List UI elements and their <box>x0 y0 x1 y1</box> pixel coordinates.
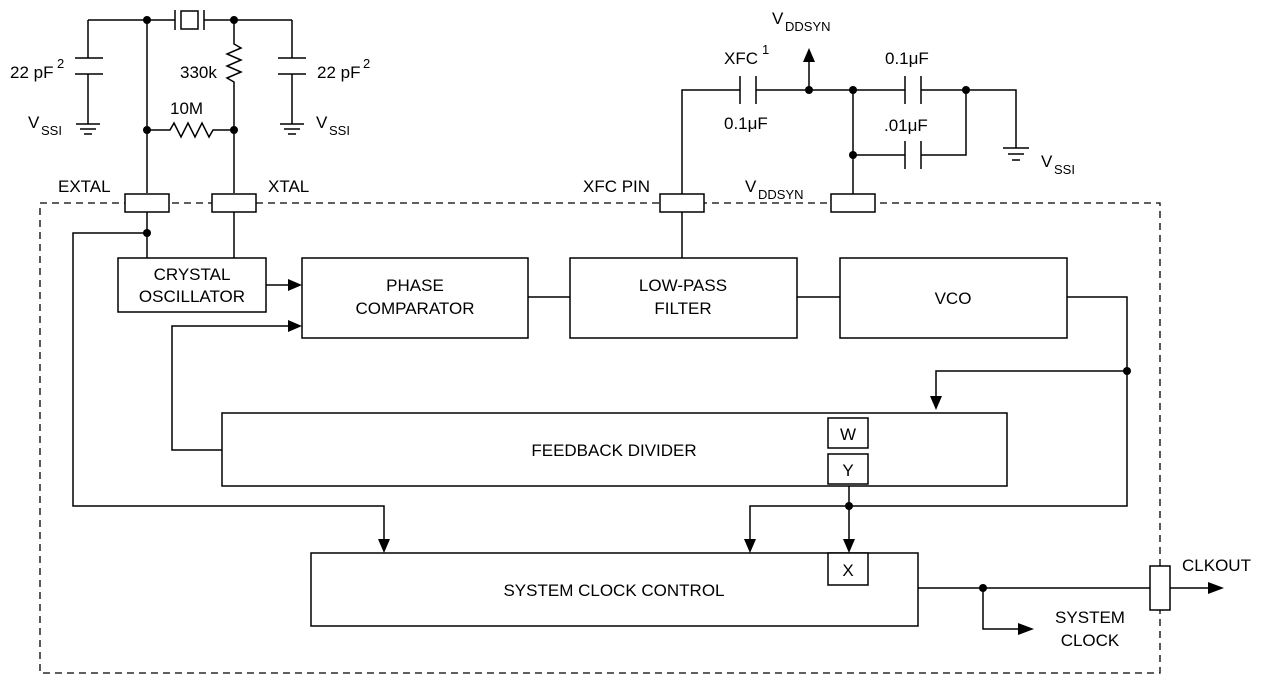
crystal-osc-label-1: CRYSTAL <box>154 265 231 284</box>
xfc-label: XFC <box>724 49 758 68</box>
xtal-label: XTAL <box>268 177 309 196</box>
extal-label: EXTAL <box>58 177 111 196</box>
vddsyn-pin-v: V <box>745 177 757 196</box>
vssi-right-sub: SSI <box>329 123 350 138</box>
vssi-xfc-sub: SSI <box>1054 162 1075 177</box>
w-label: W <box>840 425 856 444</box>
vssi-left-v: V <box>28 113 40 132</box>
vddsyn-top-sub: DDSYN <box>785 19 831 34</box>
vssi-right-v: V <box>316 113 328 132</box>
phase-comp-label-2: COMPARATOR <box>355 299 474 318</box>
xfc-pin-label: XFC PIN <box>583 177 650 196</box>
x-label: X <box>842 561 853 580</box>
lpf-label-1: LOW-PASS <box>639 276 727 295</box>
crystal-oscillator-block <box>117 257 267 313</box>
r-10m-label: 10M <box>170 99 203 118</box>
vddsyn-top-v: V <box>772 9 784 28</box>
system-clock-control-block <box>310 552 919 627</box>
y-label: Y <box>842 461 853 480</box>
internal-wiring <box>72 212 1224 635</box>
vddsyn-pin-sub: DDSYN <box>758 187 804 202</box>
crystal-osc-label-2: OSCILLATOR <box>139 287 245 306</box>
clkout-pin <box>1149 565 1171 611</box>
y-register <box>827 453 869 485</box>
r-330k-label: 330k <box>180 63 217 82</box>
cap-right-label: 22 pF <box>317 63 360 82</box>
chip-boundary <box>39 202 1161 674</box>
extal-pin <box>124 193 170 213</box>
system-clock-label-1: SYSTEM <box>1055 608 1125 627</box>
lpf-label-2: FILTER <box>654 299 711 318</box>
w-register <box>827 417 869 449</box>
clkout-label: CLKOUT <box>1182 556 1251 575</box>
xfc-network <box>681 48 1029 194</box>
phase-comp-label-1: PHASE <box>386 276 444 295</box>
x-register <box>827 552 869 586</box>
low-pass-filter-block <box>569 257 798 339</box>
crystal-network <box>75 10 306 193</box>
feedback-divider-block <box>221 412 1008 487</box>
vssi-xfc-v: V <box>1041 152 1053 171</box>
system-clock-label-2: CLOCK <box>1061 631 1120 650</box>
crystal-icon <box>180 10 199 30</box>
cap-left-label: 22 pF <box>10 63 53 82</box>
xfc-pin <box>659 193 705 213</box>
vssi-left-sub: SSI <box>41 123 62 138</box>
xfc-note: 1 <box>762 42 769 57</box>
c-top-label: 0.1μF <box>885 49 929 68</box>
c-01-label: .01μF <box>884 116 928 135</box>
vddsyn-pin <box>830 193 876 213</box>
phase-comparator-block <box>301 257 529 339</box>
vco-label: VCO <box>935 289 972 308</box>
cap-right-note: 2 <box>363 56 370 71</box>
cap-left-note: 2 <box>57 56 64 71</box>
xtal-pin <box>211 193 257 213</box>
c-xfc-label: 0.1μF <box>724 114 768 133</box>
vco-block <box>839 257 1068 339</box>
system-clock-control-label: SYSTEM CLOCK CONTROL <box>503 581 724 600</box>
feedback-divider-label: FEEDBACK DIVIDER <box>531 441 696 460</box>
